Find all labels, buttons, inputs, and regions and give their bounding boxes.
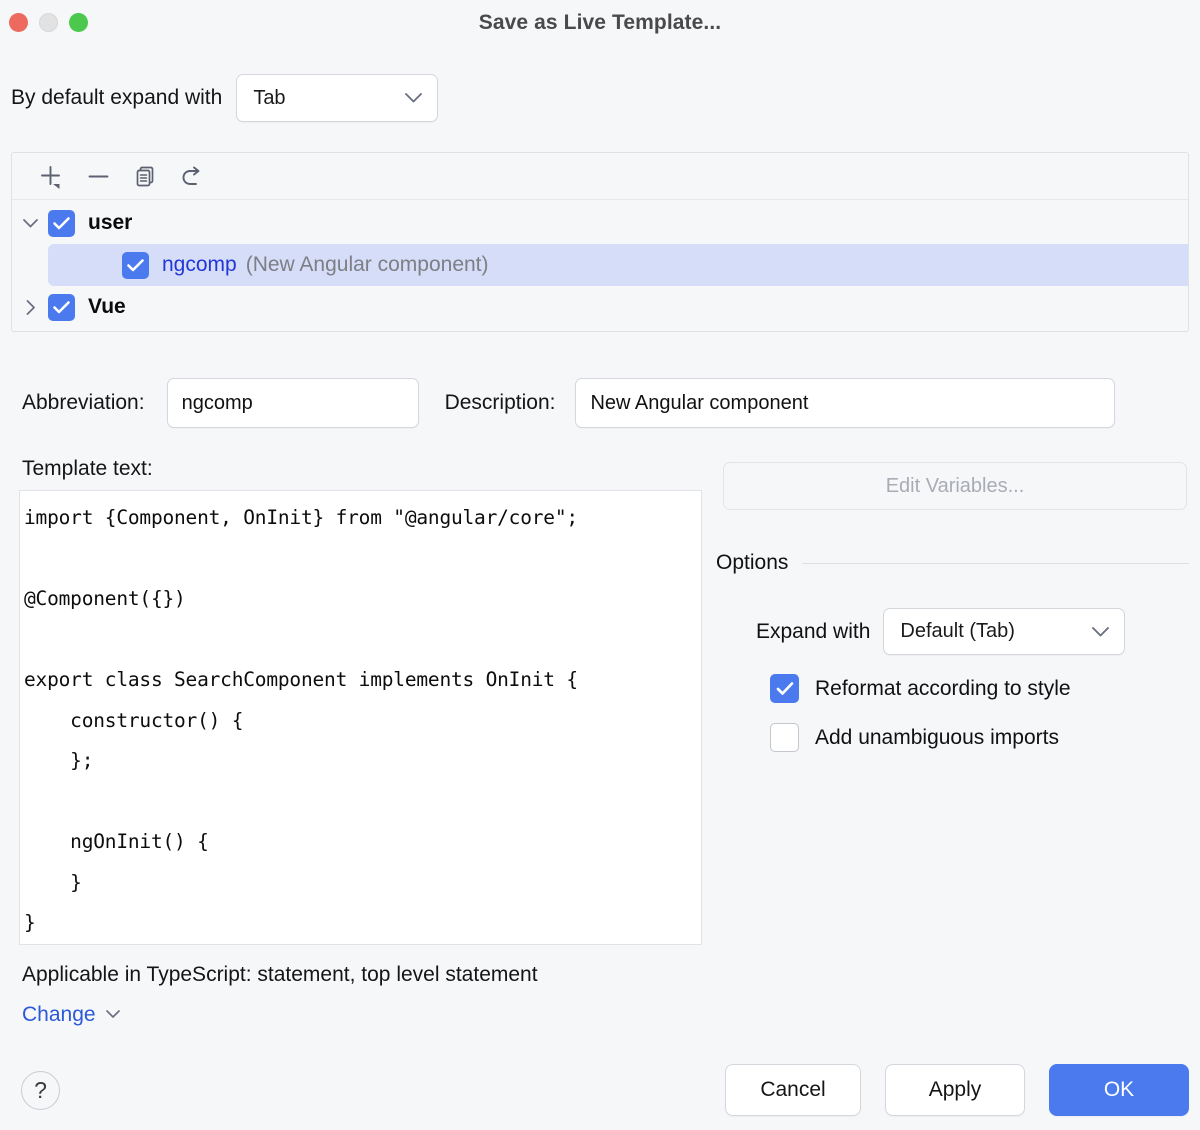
- title-bar: Save as Live Template...: [0, 0, 1200, 46]
- default-expand-dropdown[interactable]: Tab: [236, 74, 439, 122]
- window-controls: [9, 13, 88, 32]
- reformat-checkbox[interactable]: [770, 674, 799, 703]
- reformat-according-to-style-option[interactable]: Reformat according to style: [770, 674, 1071, 703]
- window-title: Save as Live Template...: [478, 11, 722, 34]
- chevron-down-icon: [386, 92, 423, 104]
- default-expand-value: Tab: [253, 86, 286, 109]
- remove-button[interactable]: [77, 157, 119, 195]
- options-title: Options: [716, 551, 789, 574]
- expand-with-row: Expand with Default (Tab): [756, 608, 1126, 655]
- reformat-checkbox-label: Reformat according to style: [815, 676, 1071, 700]
- tree-checkbox[interactable]: [48, 209, 75, 237]
- section-divider: [802, 562, 1189, 564]
- ok-button[interactable]: OK: [1049, 1064, 1189, 1116]
- expand-with-dropdown[interactable]: Default (Tab): [883, 608, 1126, 655]
- change-context-link[interactable]: Change: [22, 1003, 121, 1027]
- edit-variables-button[interactable]: Edit Variables...: [723, 462, 1187, 510]
- options-section-header: Options: [716, 551, 1189, 575]
- add-button[interactable]: [30, 157, 72, 195]
- duplicate-button[interactable]: [124, 157, 166, 195]
- applicable-context-label: Applicable in TypeScript: statement, top…: [22, 963, 538, 986]
- tree-row-label: user: [88, 211, 133, 234]
- tree-row-label: Vue: [88, 295, 126, 318]
- default-expand-label: By default expand with: [11, 86, 223, 109]
- close-button[interactable]: [9, 13, 28, 32]
- tree-row-description: (New Angular component): [245, 253, 489, 276]
- revert-button[interactable]: [171, 157, 213, 195]
- chevron-down-icon: [1073, 626, 1110, 638]
- default-expand-row: By default expand with Tab: [11, 74, 439, 122]
- expand-with-value: Default (Tab): [900, 620, 1015, 642]
- description-label: Description:: [444, 391, 556, 414]
- templates-tree-panel: user ngcomp (New Angular component) Vue: [11, 152, 1189, 332]
- chevron-right-icon[interactable]: [12, 299, 48, 316]
- tree-checkbox[interactable]: [48, 293, 75, 321]
- template-text-label: Template text:: [22, 457, 153, 480]
- expand-with-label: Expand with: [756, 619, 871, 643]
- template-text-editor[interactable]: import {Component, OnInit} from "@angula…: [19, 490, 702, 945]
- chevron-down-icon[interactable]: [12, 218, 48, 229]
- zoom-button[interactable]: [69, 13, 88, 32]
- chevron-down-icon: [105, 1006, 121, 1024]
- minimize-button[interactable]: [39, 13, 58, 32]
- tree-row[interactable]: ngcomp (New Angular component): [48, 244, 1188, 286]
- abbreviation-description-row: Abbreviation: ngcomp Description: New An…: [22, 378, 1116, 428]
- tree-toolbar: [12, 153, 1188, 200]
- tree-checkbox[interactable]: [122, 251, 149, 279]
- abbreviation-input[interactable]: ngcomp: [166, 378, 419, 428]
- add-imports-checkbox[interactable]: [770, 723, 799, 752]
- template-text-content: import {Component, OnInit} from "@angula…: [24, 506, 578, 934]
- apply-button[interactable]: Apply: [885, 1064, 1025, 1116]
- tree-row-label: ngcomp: [162, 253, 237, 276]
- description-input[interactable]: New Angular component: [575, 378, 1116, 428]
- change-link-label: Change: [22, 1003, 96, 1026]
- tree-row[interactable]: user: [12, 202, 1188, 244]
- templates-tree: user ngcomp (New Angular component) Vue: [12, 200, 1188, 328]
- cancel-button[interactable]: Cancel: [725, 1064, 861, 1116]
- add-unambiguous-imports-option[interactable]: Add unambiguous imports: [770, 723, 1059, 752]
- help-button[interactable]: ?: [21, 1071, 60, 1110]
- abbreviation-label: Abbreviation:: [22, 391, 145, 414]
- add-imports-checkbox-label: Add unambiguous imports: [815, 725, 1059, 749]
- dialog-buttons: Cancel Apply OK: [725, 1064, 1189, 1116]
- tree-row[interactable]: Vue: [12, 286, 1188, 328]
